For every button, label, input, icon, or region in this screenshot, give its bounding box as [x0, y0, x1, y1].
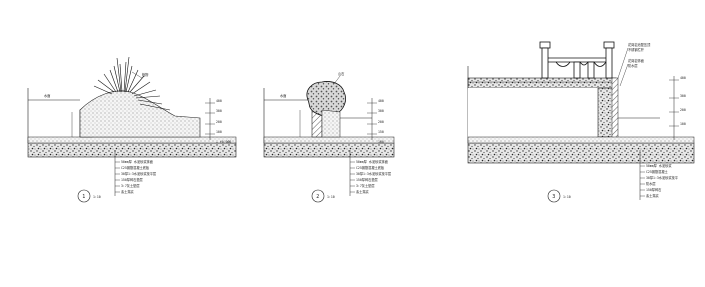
elevation-mark: — ±0.000: [216, 140, 231, 144]
layer-note: 150厚碎石垫层: [356, 177, 378, 182]
section-2: 水面 山石 400 300 200 150 100 50mm厚 水泥砂浆抹面 C…: [263, 71, 395, 203]
rock-leader: [333, 75, 341, 85]
callout-leader: [617, 47, 629, 79]
layer-note: 150厚碎石: [646, 187, 661, 192]
layer-note: C25钢筋混凝土底板: [121, 165, 150, 170]
dim-value: 100: [378, 140, 384, 144]
layer-note: 50mm厚 水泥砂浆抹面: [356, 159, 388, 164]
layer-note: 素土夷实: [646, 193, 659, 198]
water-label: 水面: [44, 93, 50, 98]
section-number: 1: [82, 194, 85, 200]
section-3: 花岗岩池壁压顶 不锈钢栏杆 花岗岩饰面 防水层 400 300 200 100 …: [467, 41, 695, 203]
dim-value: 150: [378, 130, 384, 134]
section-scale: 1:10: [93, 195, 101, 199]
plant-label: 植物: [142, 72, 149, 77]
concrete-slab: [27, 136, 237, 144]
callout-leader: [619, 63, 629, 87]
layer-note: C25钢筋混凝土底板: [356, 165, 385, 170]
dim-value: 100: [680, 122, 686, 126]
section-number-circle: [547, 189, 561, 203]
layer-notes: 50mm厚 水泥砂浆抹面 C25钢筋混凝土底板 30厚1:3水泥砂浆找平层 15…: [115, 159, 156, 194]
layer-note: 30厚1:3水泥砂浆找平层: [356, 171, 391, 176]
dim-value: 400: [378, 99, 384, 103]
callout-text: 不锈钢栏杆: [628, 47, 645, 52]
concrete-slab: [263, 136, 395, 144]
layer-notes: 50mm厚 水泥砂浆 C25钢筋混凝土 30厚1:3水泥砂浆找平 防水层 150…: [640, 163, 679, 198]
layer-note: 150厚碎石垫层: [121, 177, 143, 182]
layer-note: 50mm厚 水泥砂浆: [646, 163, 672, 168]
layer-notes: 50mm厚 水泥砂浆抹面 C25钢筋混凝土底板 30厚1:3水泥砂浆找平层 15…: [350, 159, 391, 194]
plant-icon: [93, 56, 171, 111]
dim-value: 200: [680, 108, 686, 112]
dim-value: 400: [216, 99, 222, 103]
section-1: 水面 植物 400 300 200 100 — ±0.000: [27, 56, 237, 203]
concrete-slab: [467, 136, 695, 144]
layer-note: 50mm厚 水泥砂浆抹面: [121, 159, 153, 164]
plant-leader: [131, 71, 143, 79]
callout-text: 花岗岩池壁压顶: [628, 42, 651, 47]
layer-note: 30厚1:3水泥砂浆找平: [646, 175, 679, 180]
section-number-circle: [77, 189, 91, 203]
planting-mound: [79, 90, 201, 138]
pool-interior: [468, 88, 598, 137]
railing-icon: [539, 41, 615, 79]
dim-value: 300: [216, 109, 222, 113]
section-number-circle: [311, 189, 325, 203]
layer-note: 防水层: [646, 181, 656, 186]
dim-value: 200: [378, 120, 384, 124]
callout-text: 防水层: [628, 63, 638, 68]
layer-note: 素土夷实: [121, 189, 134, 194]
section-scale: 1:10: [327, 195, 335, 199]
dim-value: 400: [680, 76, 686, 80]
layer-note: C25钢筋混凝土: [646, 169, 669, 174]
dim-value: 300: [378, 109, 384, 113]
gravel-layer: [467, 142, 695, 164]
wall-lining: [611, 77, 619, 139]
water-label: 水面: [280, 93, 286, 98]
dim-value: 100: [216, 130, 222, 134]
rock-base: [321, 109, 341, 138]
dim-value: 300: [680, 94, 686, 98]
layer-note: 素土夷实: [356, 189, 369, 194]
section-scale: 1:10: [563, 195, 571, 199]
layer-note: 3:7灰土垫层: [121, 183, 140, 188]
section-number: 3: [552, 194, 555, 200]
callout-text: 花岗岩饰面: [628, 58, 644, 63]
dim-value: 200: [216, 120, 222, 124]
layer-note: 3:7灰土垫层: [356, 183, 375, 188]
gravel-layer: [263, 142, 395, 158]
rock-label: 山石: [338, 71, 344, 76]
deck-slab: [467, 77, 617, 89]
layer-note: 30厚1:3水泥砂浆找平层: [121, 171, 156, 176]
gravel-layer: [27, 142, 237, 158]
rock-icon: [306, 81, 346, 117]
section-number: 2: [316, 194, 319, 200]
